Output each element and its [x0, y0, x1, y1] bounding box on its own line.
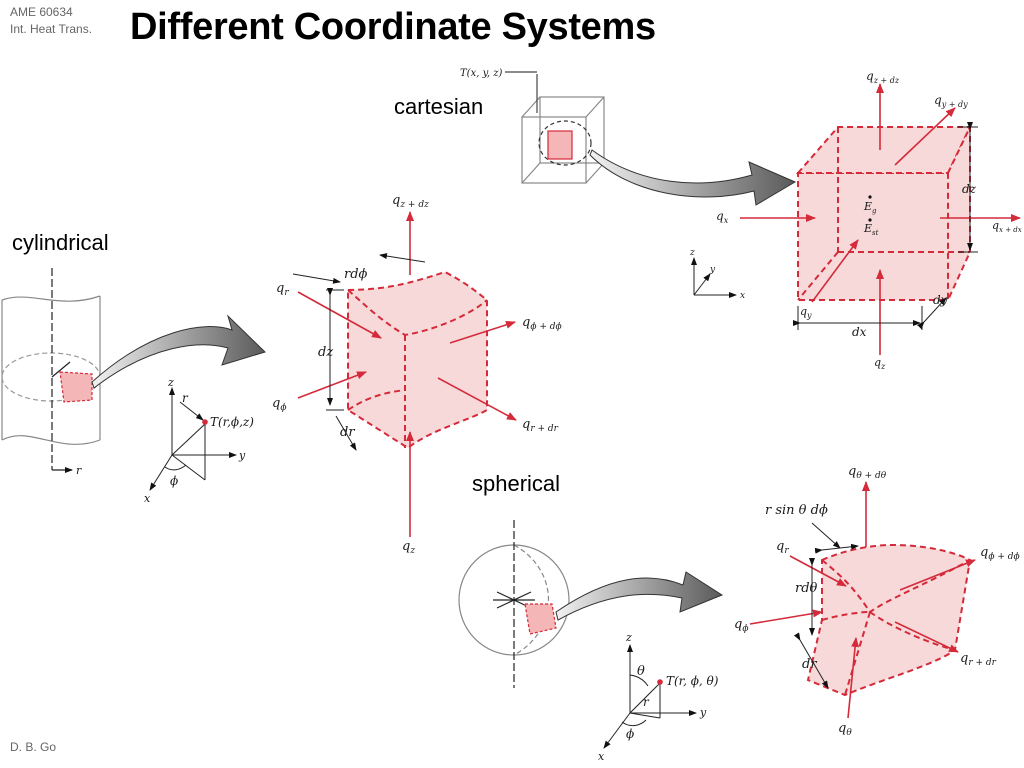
cart-qy-arrow	[811, 239, 859, 303]
cart-qx-dx-label: qx + dx	[992, 219, 1022, 234]
cart-qy-dy-label: qy + dy	[934, 93, 968, 109]
cylindrical-diagram: r qz + dz qr qϕ + dϕ qϕ qr + dr qz	[1, 193, 562, 556]
cart-qy-label: qy	[800, 305, 812, 320]
spherical-axes	[603, 644, 697, 749]
cyl-axis-r: r	[182, 391, 189, 405]
author-footer: D. B. Go	[10, 740, 57, 754]
cyl-qphi-dphi-label: qϕ + dϕ	[522, 315, 562, 332]
sph-qphi-arrow	[749, 609, 823, 625]
sphere-shape	[458, 520, 570, 688]
sph-rdtheta-label: rdθ	[795, 581, 818, 596]
cart-qz-dz-label: qz + dz	[866, 69, 900, 85]
sph-qphi-dphi-label: qϕ + dϕ	[980, 545, 1020, 562]
cyl-qr-dr-arrow	[437, 377, 517, 421]
cyl-axis-y: y	[238, 449, 246, 462]
cart-qy-dy-arrow	[894, 107, 956, 166]
sph-qr-label: qr	[776, 539, 789, 556]
page-title: Different Coordinate Systems	[130, 6, 656, 48]
cyl-qr-dr-label: qr + dr	[522, 417, 559, 434]
cyl-dr-label: dr	[340, 425, 355, 440]
cyl-base-r: r	[76, 464, 82, 477]
cylindrical-zoom-arrow	[91, 314, 266, 389]
sph-axis-y: y	[699, 706, 707, 719]
cyl-qz-dz-label: qz + dz	[392, 193, 429, 210]
sph-axis-phi: ϕ	[626, 727, 634, 741]
course-info: AME 60634 Int. Heat Trans.	[10, 4, 92, 38]
course-code: AME 60634	[10, 5, 73, 19]
sph-rsin-label: r sin θ dϕ	[765, 503, 828, 518]
cylindrical-axes	[149, 387, 237, 491]
cartesian-axes	[691, 257, 737, 298]
cart-dz-label: dz	[962, 182, 977, 196]
spherical-label: spherical	[472, 471, 561, 496]
cylindrical-label: cylindrical	[12, 230, 109, 255]
cyl-rdphi-label: rdϕ	[344, 267, 368, 282]
cart-axis-z: z	[689, 248, 695, 258]
cartesian-zoom-arrow	[589, 149, 797, 206]
sph-dr-label: dr	[802, 657, 817, 672]
cart-qx-label: qx	[716, 209, 729, 225]
cart-eg-label: Eg	[863, 200, 877, 215]
cart-qz-label: qz	[874, 356, 886, 371]
cyl-point-label: T(r,ϕ,z)	[210, 415, 254, 429]
spherical-element	[806, 543, 972, 697]
cyl-axis-x: x	[144, 492, 151, 505]
cart-axis-x: x	[740, 291, 745, 301]
cyl-qz-label: qz	[402, 539, 415, 556]
sph-axis-r: r	[643, 695, 650, 709]
spherical-diagram: qθ + dθ qr qϕ + dϕ qϕ qr + dr qθ r sin θ…	[458, 464, 1020, 763]
cart-est-label: Est	[863, 222, 879, 237]
sph-qtheta-arrow	[847, 637, 860, 719]
course-name: Int. Heat Trans.	[10, 22, 93, 36]
cyl-dz-label: dz	[318, 345, 333, 360]
cyl-qr-label: qr	[276, 281, 289, 298]
cart-dy-label: dy	[933, 293, 948, 307]
cartesian-point-label: T(x, y, z)	[460, 68, 503, 79]
sph-point-label: T(r, ϕ, θ)	[666, 674, 719, 688]
cartesian-label: cartesian	[394, 94, 484, 119]
cyl-qphi-dphi-arrow	[449, 320, 516, 344]
cartesian-small-box	[505, 71, 605, 184]
sph-qtheta-label: qθ	[838, 721, 852, 738]
sph-qr-dr-arrow	[894, 621, 959, 653]
sph-qphi-label: qϕ	[734, 617, 748, 634]
sph-qr-dr-label: qr + dr	[960, 651, 997, 668]
cylinder-shape	[1, 268, 101, 473]
sph-axis-z: z	[625, 631, 632, 644]
cyl-qr-arrow	[297, 291, 382, 339]
cart-dx-label: dx	[852, 325, 867, 339]
sph-qtheta-dtheta-label: qθ + dθ	[848, 464, 887, 481]
sph-qr-arrow	[789, 555, 847, 587]
sph-axis-x: x	[598, 750, 605, 763]
cartesian-diagram: T(x, y, z) qz + dz qy + dy qx qx + dx qy…	[460, 68, 1022, 371]
cylindrical-element	[347, 270, 488, 450]
sph-axis-theta: θ	[637, 664, 645, 679]
cyl-axis-z: z	[167, 376, 174, 389]
cyl-axis-phi: ϕ	[170, 474, 178, 488]
cart-axis-y: y	[709, 265, 716, 275]
cartesian-element-cube	[795, 126, 972, 301]
spherical-zoom-arrow	[555, 571, 724, 621]
cyl-qphi-label: qϕ	[272, 396, 286, 413]
sph-qphi-dphi-arrow	[899, 559, 976, 591]
